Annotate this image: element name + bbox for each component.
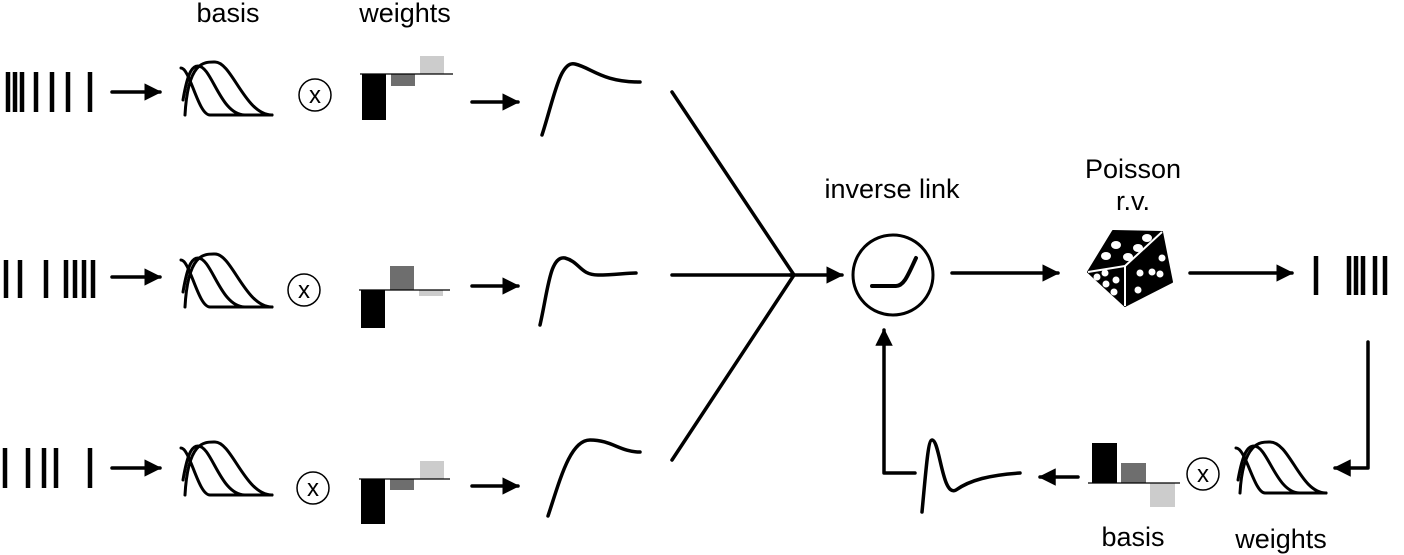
multiply-icon-1: x (298, 78, 332, 112)
basis-label-bottom: basis (1101, 522, 1164, 552)
feedback-arrow-to-link (875, 328, 917, 475)
feedback-arrow-in (1333, 340, 1370, 477)
weights-bars-1 (360, 56, 453, 120)
basis-functions-2 (179, 252, 274, 309)
basis-functions-feedback (1234, 440, 1328, 495)
sum-line-3 (670, 273, 796, 462)
multiply-icon-2: x (287, 273, 321, 307)
inverse-link-label: inverse link (824, 174, 960, 204)
rv-label: r.v. (1116, 186, 1150, 216)
weights-label-bottom: weights (1234, 524, 1327, 554)
poisson-label: Poisson (1085, 154, 1181, 184)
svg-text:x: x (309, 82, 321, 109)
filter-output-2 (538, 256, 638, 327)
filter-output-1 (540, 62, 642, 137)
weights-bars-3 (359, 461, 450, 524)
spike-train-3 (2, 448, 93, 488)
spike-train-1 (5, 72, 93, 112)
svg-text:x: x (298, 277, 310, 304)
basis-functions-1 (179, 60, 274, 117)
basis-functions-3 (179, 440, 274, 497)
basis-label-top: basis (196, 0, 259, 28)
weights-label-top: weights (358, 0, 451, 28)
multiply-icon-3: x (296, 471, 330, 505)
svg-text:x: x (1197, 461, 1209, 488)
multiply-icon-feedback: x (1186, 457, 1220, 491)
spike-train-2 (3, 260, 96, 298)
weights-bars-2 (359, 266, 450, 328)
filter-output-3 (546, 438, 642, 518)
softplus-circle-icon (851, 233, 935, 317)
feedback-filter (920, 438, 1022, 514)
weights-bars-feedback (1088, 443, 1180, 507)
dice-icon (1087, 230, 1173, 307)
sum-line-1 (670, 90, 796, 277)
output-spike-train (1313, 256, 1388, 295)
svg-text:x: x (307, 475, 319, 502)
